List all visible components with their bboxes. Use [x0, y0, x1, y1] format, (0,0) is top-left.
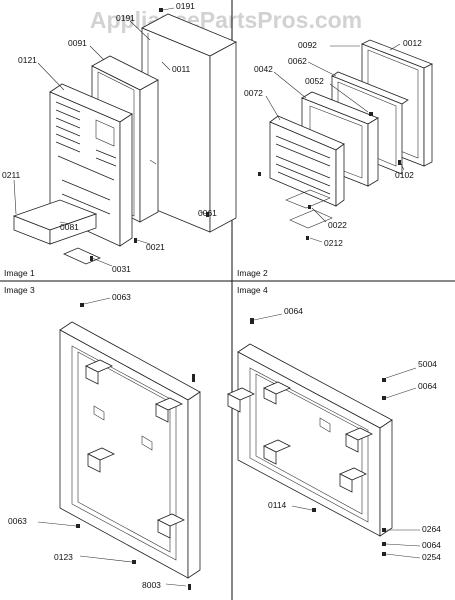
- callout-0021: 0021: [146, 242, 165, 252]
- screw-icon: [192, 374, 195, 382]
- image-2-drawing: 0092 0012 0042 0062 0052 0072 0102 0022 …: [244, 38, 433, 248]
- image-3-drawing: 0063 0063 0123 8003: [8, 292, 201, 590]
- screw-icon: [382, 542, 386, 546]
- screw-icon: [312, 508, 316, 512]
- callout-0114: 0114: [268, 500, 287, 510]
- panel-title-image-2: Image 2: [237, 268, 268, 278]
- screw-icon: [306, 236, 309, 240]
- callout-0091: 0091: [68, 38, 87, 48]
- screw-icon: [382, 552, 386, 556]
- callout-0064: 0064: [284, 306, 303, 316]
- callout-0123: 0123: [54, 552, 73, 562]
- callout-0121: 0121: [18, 55, 37, 65]
- screw-icon: [80, 303, 84, 307]
- callout-0092: 0092: [298, 40, 317, 50]
- callout-0211: 0211: [2, 170, 21, 180]
- screw-icon: [382, 528, 386, 532]
- screw-icon: [382, 396, 386, 400]
- callout-0264: 0264: [422, 524, 441, 534]
- callout-0102: 0102: [395, 170, 414, 180]
- door-panel-side: [209, 41, 237, 233]
- callout-0064: 0064: [418, 381, 437, 391]
- callout-0064: 0064: [422, 540, 441, 550]
- screw-icon: [159, 8, 163, 12]
- screw-icon: [369, 112, 373, 116]
- screw-icon: [308, 205, 311, 209]
- callout-0212: 0212: [324, 238, 343, 248]
- screw-icon: [258, 172, 261, 176]
- callout-8003: 8003: [142, 580, 161, 590]
- callout-0061: 0061: [198, 208, 217, 218]
- panel-title-image-3: Image 3: [4, 285, 35, 295]
- callout-0011: 0011: [172, 64, 191, 74]
- callout-0012: 0012: [403, 38, 422, 48]
- callout-0191: 0191: [176, 1, 195, 11]
- callout-0081: 0081: [60, 222, 79, 232]
- callout-0063: 0063: [8, 516, 27, 526]
- callout-0191: 0191: [116, 13, 135, 23]
- image-1-drawing: 0191 0191 0091 0121 0011 0211 0081 0021 …: [2, 1, 237, 274]
- callout-0063: 0063: [112, 292, 131, 302]
- callout-0022: 0022: [328, 220, 347, 230]
- callout-5004: 5004: [418, 359, 437, 369]
- callout-0052: 0052: [305, 76, 324, 86]
- screw-icon: [398, 160, 401, 165]
- screw-icon: [188, 584, 191, 590]
- door-frame-outer: [59, 329, 189, 579]
- callout-0072: 0072: [244, 88, 263, 98]
- screw-icon: [132, 560, 136, 564]
- screw-icon: [206, 212, 209, 217]
- callout-0031: 0031: [112, 264, 131, 274]
- callout-0062: 0062: [288, 56, 307, 66]
- callout-0042: 0042: [254, 64, 273, 74]
- watermark-text: AppliancePartsPros.com: [90, 7, 362, 33]
- screw-icon: [382, 378, 386, 382]
- screw-icon: [250, 318, 254, 324]
- panel-title-image-1: Image 1: [4, 268, 35, 278]
- screw-icon: [90, 256, 93, 261]
- screw-icon: [134, 238, 137, 243]
- panel-title-image-4: Image 4: [237, 285, 268, 295]
- image-4-drawing: 0064 5004 0064 0114 0264 0064 0254: [227, 306, 441, 562]
- screw-icon: [76, 524, 80, 528]
- callout-0254: 0254: [422, 552, 441, 562]
